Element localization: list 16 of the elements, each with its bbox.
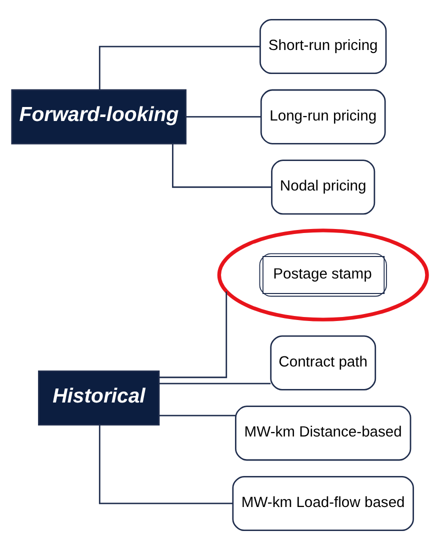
node-box: Long-run pricing bbox=[260, 89, 386, 144]
node-box: MW-km Load-flow based bbox=[232, 476, 414, 531]
node-box: Short-run pricing bbox=[260, 19, 387, 74]
node-ellipse: Postage stamp bbox=[217, 228, 429, 322]
node-box: Historical bbox=[38, 370, 160, 426]
node-box: MW-km Distance-based bbox=[235, 406, 412, 461]
connector bbox=[172, 144, 272, 188]
connector bbox=[159, 382, 271, 384]
connector bbox=[186, 116, 261, 118]
node-box: Contract path bbox=[270, 335, 376, 390]
connector bbox=[98, 424, 233, 504]
node-box: Forward-looking bbox=[11, 89, 186, 144]
node-box: Nodal pricing bbox=[271, 160, 376, 215]
connector bbox=[159, 291, 228, 378]
connector bbox=[98, 46, 260, 90]
connector bbox=[159, 414, 236, 416]
